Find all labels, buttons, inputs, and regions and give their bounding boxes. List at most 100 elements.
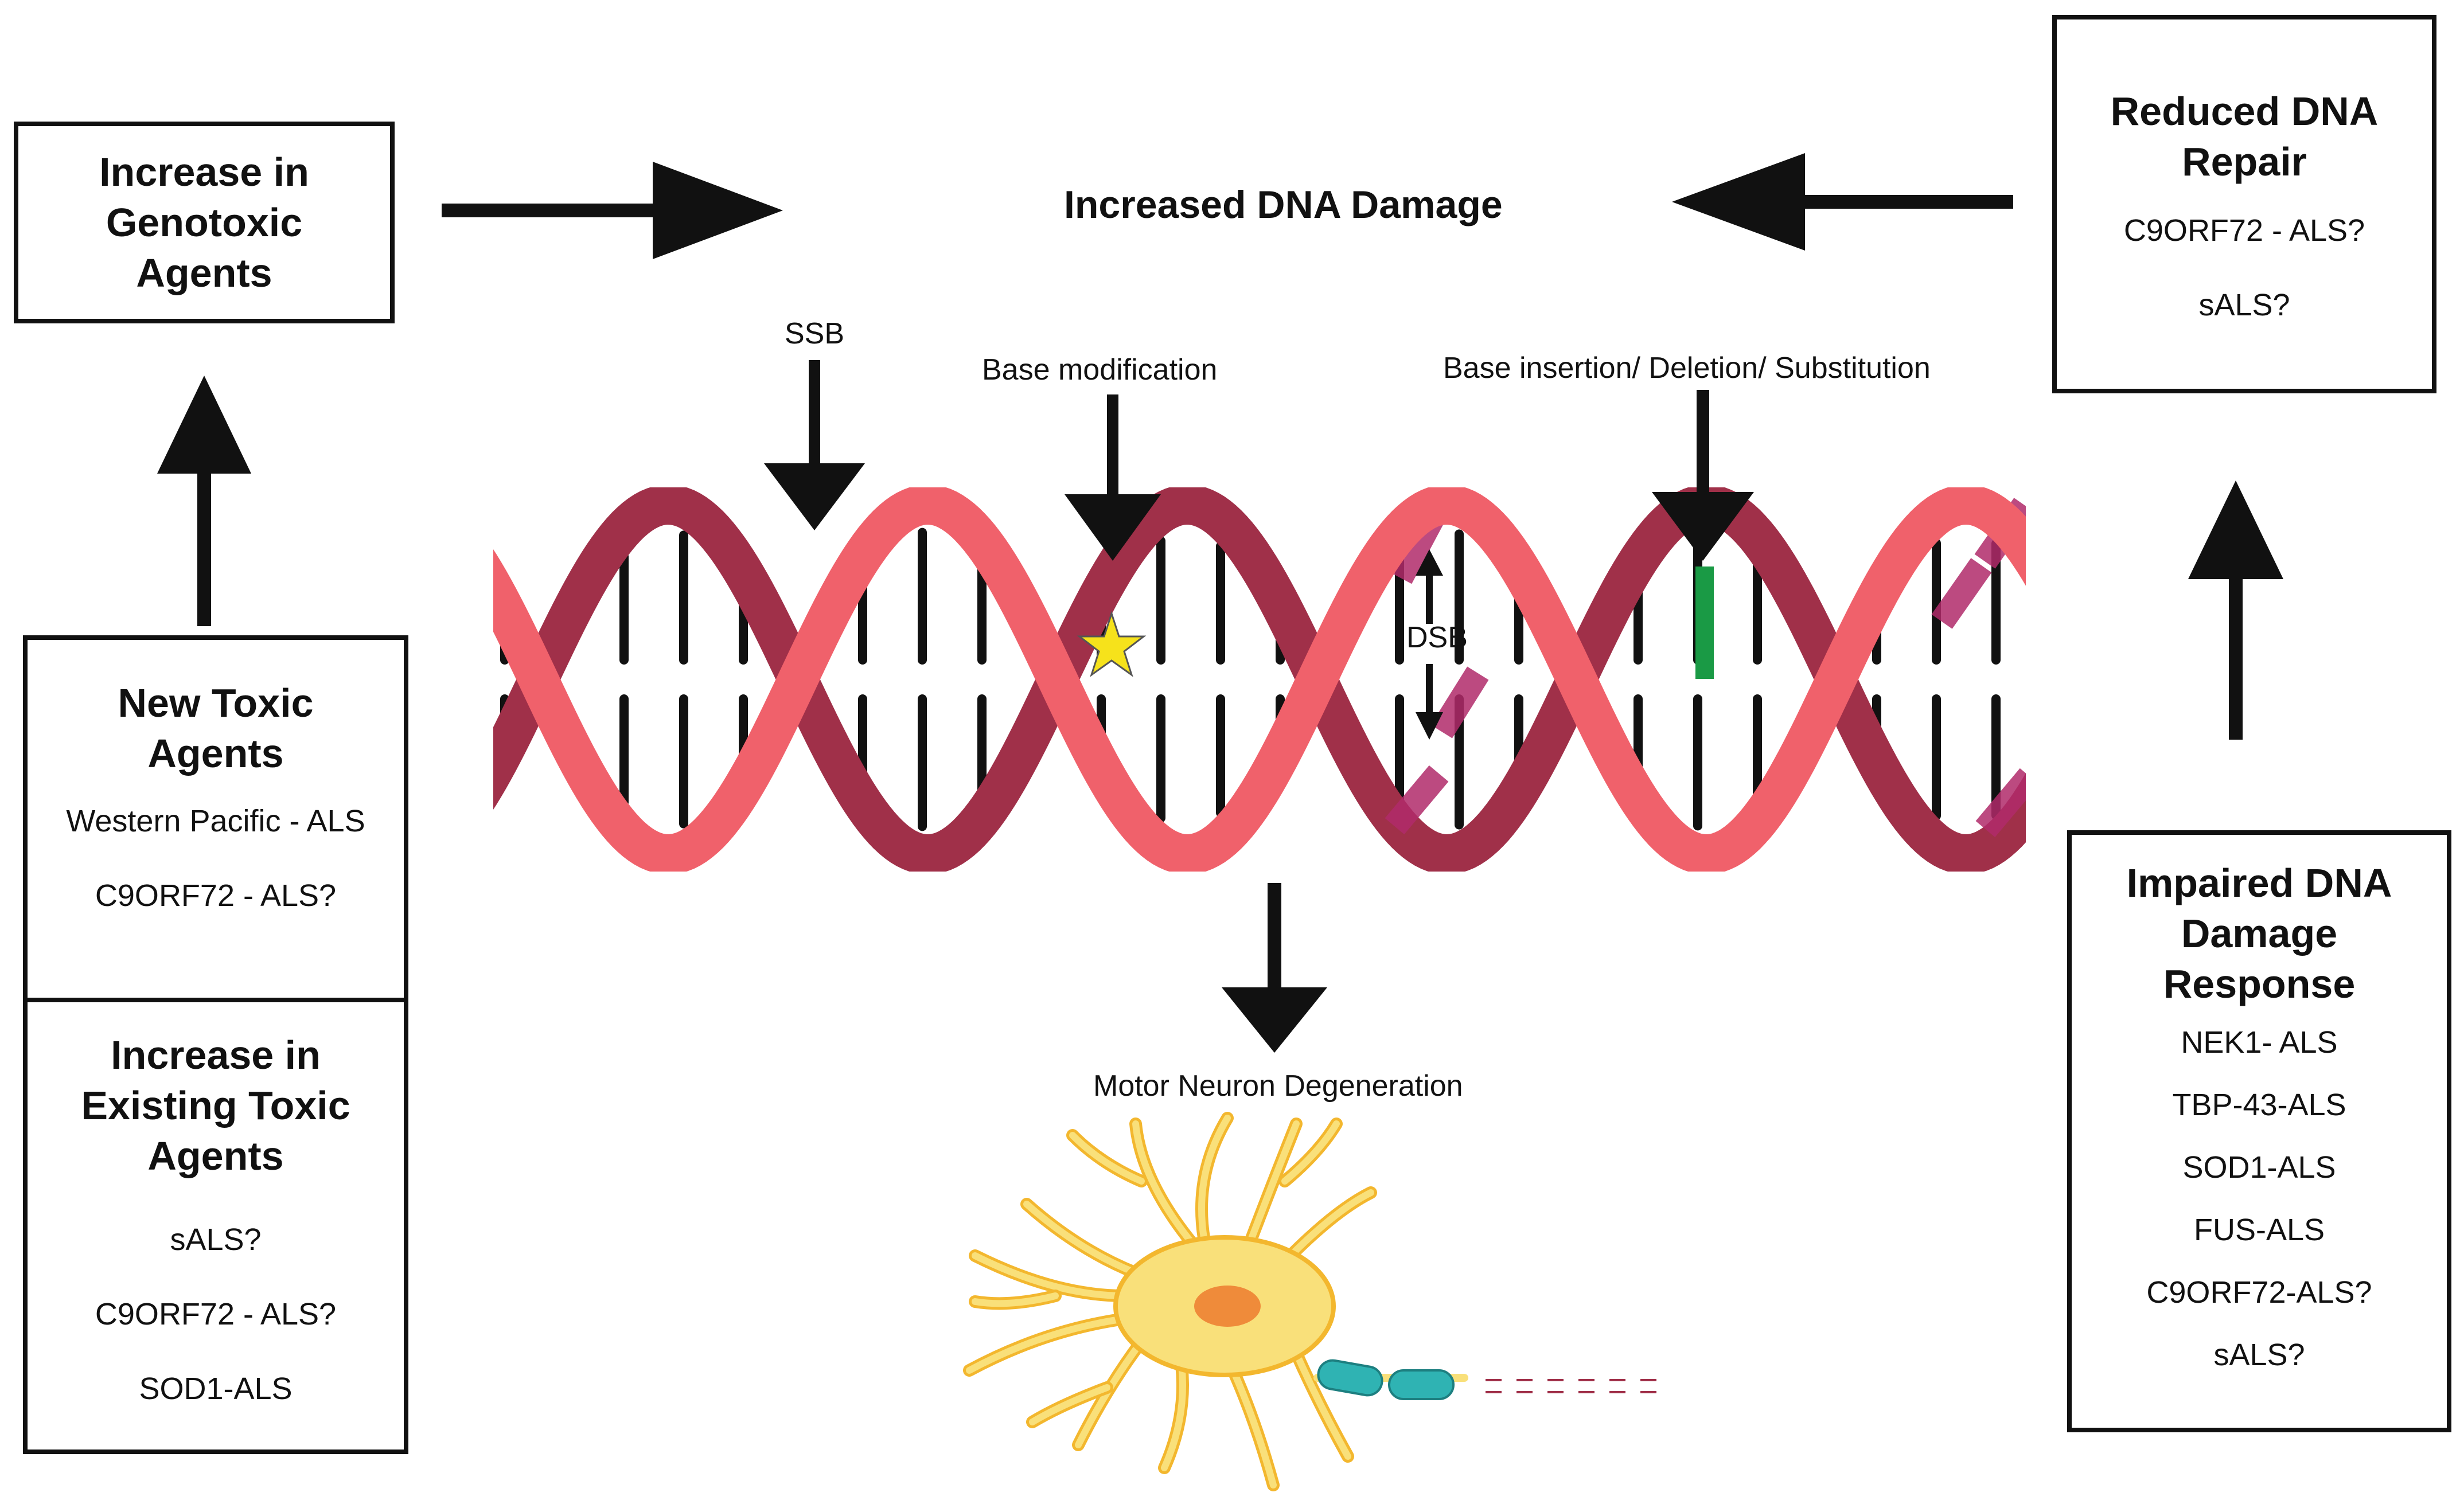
base-insertion-pointer	[1652, 390, 1754, 561]
arrow-toxic-to-genotoxic	[157, 376, 251, 626]
genotoxic-title-1: Increase in	[99, 150, 309, 194]
dna-back-strand	[493, 487, 2026, 872]
neuron-dendrite	[1161, 1361, 1186, 1471]
star-icon	[1077, 611, 1147, 677]
impaired-title-1: Impaired DNA	[2126, 861, 2392, 905]
neuron-dendrite	[1287, 1189, 1374, 1259]
base-modification-pointer	[1065, 394, 1161, 561]
neuron-dendrite	[1132, 1120, 1196, 1248]
myelin-sheath-2	[1388, 1369, 1455, 1400]
base-insertion-deletion-substitution-label: Base insertion/ Deletion/ Substitution	[1443, 351, 1931, 385]
neuron-dendrite	[1281, 1120, 1340, 1185]
new-toxic-item-1: Western Pacific - ALS	[66, 804, 365, 838]
genotoxic-title-3: Agents	[136, 251, 272, 295]
neuron-dendrite	[1247, 1120, 1300, 1245]
neuron-dendrite	[1293, 1350, 1351, 1460]
neuron-dendrite	[966, 1315, 1128, 1374]
base-pair-rung	[977, 694, 987, 795]
myelin-sheath-1	[1317, 1359, 1383, 1397]
base-pair-rung	[1753, 560, 1762, 665]
existing-toxic-agents-box: Increase in Existing Toxic Agents sALS? …	[23, 998, 408, 1454]
existing-toxic-title-3: Agents	[147, 1134, 284, 1178]
base-pair-rung	[1395, 555, 1404, 665]
dna-front-strand	[493, 487, 2026, 872]
base-pair-rung	[1932, 694, 1941, 821]
base-pair-rung	[1395, 694, 1404, 804]
reduced-repair-item-1: C9ORF72 - ALS?	[2123, 213, 2365, 248]
neuron-dendrite	[1230, 1367, 1277, 1488]
existing-toxic-item-3: SOD1-ALS	[139, 1372, 293, 1406]
impaired-item-2: TBP-43-ALS	[2172, 1088, 2346, 1122]
existing-toxic-item-1: sALS?	[170, 1222, 262, 1257]
neuron-dendrites	[963, 1112, 1377, 1491]
base-pair-rung	[1693, 694, 1702, 831]
impaired-title-2: Damage	[2181, 911, 2338, 956]
dna-double-helix	[493, 487, 2026, 872]
base-pair-rung	[1156, 536, 1165, 665]
reduced-repair-title-2: Repair	[2182, 139, 2307, 184]
arrow-damage-to-degeneration	[1222, 883, 1327, 1053]
base-pair-rung	[1216, 541, 1225, 665]
arrow-repair-to-damage	[1672, 153, 2013, 251]
histone-mark	[1430, 666, 1489, 739]
reduced-dna-repair-box: Reduced DNA Repair C9ORF72 - ALS? sALS?	[2052, 15, 2436, 393]
impaired-item-5: C9ORF72-ALS?	[2146, 1275, 2372, 1310]
reduced-repair-title-1: Reduced DNA	[2110, 89, 2379, 134]
neuron-dendrite	[1198, 1115, 1231, 1245]
neuron-dendrite	[1029, 1384, 1110, 1425]
arrow-genotoxic-to-damage	[442, 162, 783, 259]
neuron-dendrite	[1023, 1201, 1139, 1276]
base-pair-rung	[679, 530, 688, 665]
existing-toxic-title-1: Increase in	[111, 1033, 321, 1077]
dsb-double-arrow	[1416, 549, 1443, 740]
new-toxic-item-2: C9ORF72 - ALS?	[95, 878, 337, 913]
base-pair-rung	[1753, 694, 1762, 799]
increased-dna-damage-title: Increased DNA Damage	[1064, 183, 1503, 226]
axon-dashed-continuation	[1486, 1379, 1670, 1393]
motor-neuron-degeneration-label: Motor Neuron Degeneration	[1093, 1069, 1463, 1103]
impaired-item-4: FUS-ALS	[2193, 1213, 2325, 1247]
dsb-label: DSB	[1406, 621, 1468, 654]
base-pair-rung	[858, 579, 867, 665]
arrow-response-to-repair	[2188, 480, 2283, 740]
motor-neuron-icon	[963, 1112, 1670, 1491]
base-pair-rung	[918, 694, 927, 831]
impaired-item-6: sALS?	[2213, 1338, 2305, 1372]
base-pair-rung	[858, 694, 867, 780]
base-pair-rung	[977, 564, 987, 665]
base-pair-rung	[1156, 694, 1165, 823]
impaired-dna-damage-response-box: Impaired DNA Damage Response NEK1- ALS T…	[2067, 830, 2451, 1432]
base-pair-rung	[1991, 694, 2001, 820]
histone-mark	[1385, 765, 1449, 835]
base-modification-label: Base modification	[982, 353, 1218, 386]
base-pair-rung	[1991, 539, 2001, 665]
neuron-dendrite-outline	[963, 1312, 1130, 1377]
neuron-nucleus	[1194, 1286, 1261, 1327]
new-toxic-agents-box: New Toxic Agents Western Pacific - ALS C…	[23, 635, 408, 1002]
ssb-label: SSB	[785, 317, 845, 350]
histone-mark	[1931, 558, 1992, 629]
substitution-green-bar	[1695, 566, 1714, 679]
new-toxic-title-1: New Toxic	[118, 681, 314, 725]
existing-toxic-item-2: C9ORF72 - ALS?	[95, 1297, 337, 1331]
base-pair-rung	[918, 528, 927, 665]
histone-mark	[1975, 768, 2026, 838]
neuron-dendrite	[972, 1292, 1059, 1307]
base-pair-rung	[619, 694, 629, 807]
impaired-item-3: SOD1-ALS	[2182, 1150, 2336, 1185]
new-toxic-title-2: Agents	[147, 731, 284, 776]
base-pair-rung	[619, 552, 629, 665]
neuron-dendrite	[972, 1252, 1128, 1299]
base-pair-rung	[1216, 694, 1225, 818]
impaired-item-1: NEK1- ALS	[2181, 1025, 2338, 1060]
base-pair-rung	[1455, 529, 1464, 665]
ssb-pointer	[764, 360, 865, 530]
genotoxic-title-2: Genotoxic	[106, 200, 303, 245]
reduced-repair-item-2: sALS?	[2198, 288, 2290, 322]
existing-toxic-title-2: Existing Toxic	[81, 1083, 350, 1128]
base-pair-rung	[1932, 538, 1941, 665]
neuron-dendrite	[1069, 1132, 1145, 1185]
genotoxic-agents-box: Increase in Genotoxic Agents	[14, 122, 395, 323]
